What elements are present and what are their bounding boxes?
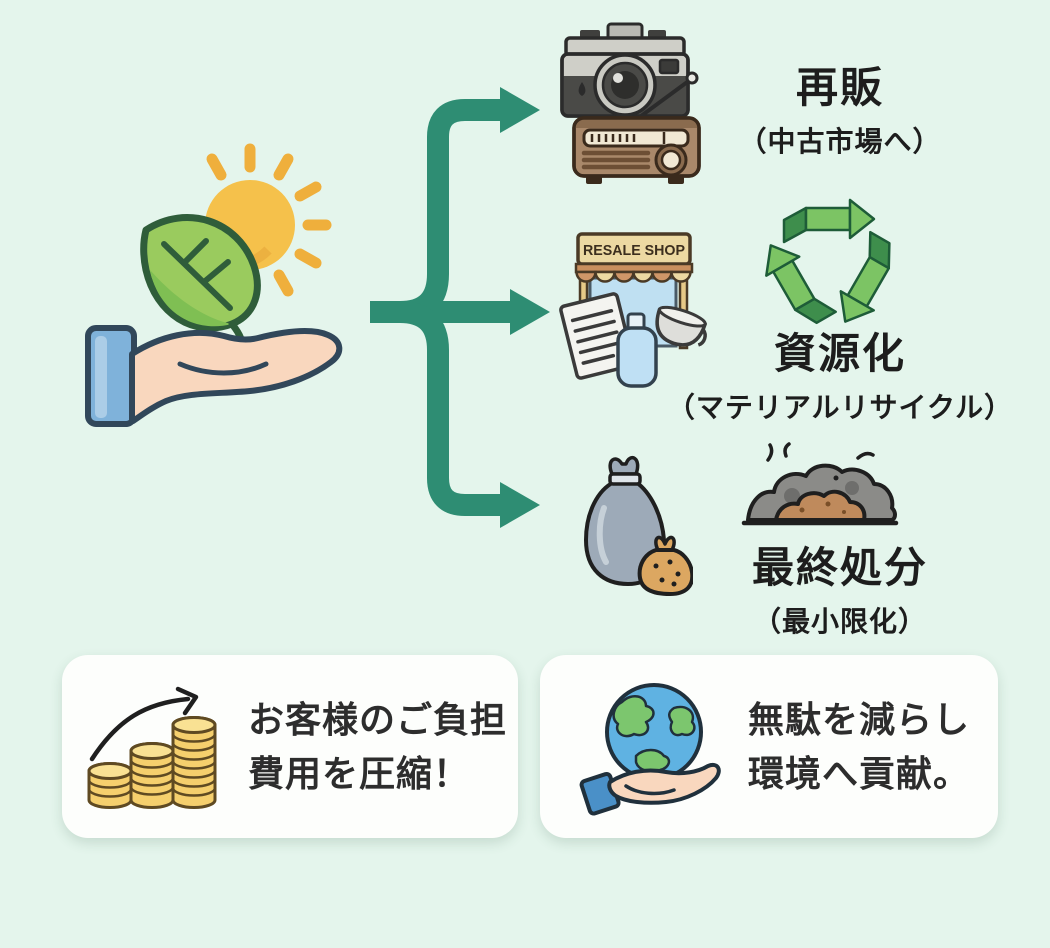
branch-recycle-title: 資源化 — [773, 330, 906, 377]
earth-in-hand-icon — [579, 682, 721, 816]
resale-shop-icon: RESALE SHOP — [559, 232, 707, 388]
benefit-card-cost-text: お客様のご負担 費用を圧縮！ — [248, 693, 507, 801]
recycling-arrows-icon — [765, 198, 891, 325]
trash-bags-icon — [584, 455, 693, 596]
camera-radio-icon — [560, 22, 701, 184]
branch-disposal-title: 最終処分 — [751, 544, 928, 591]
card-text-line: 無駄を減らし — [748, 698, 971, 740]
branch-resale-title: 再販 — [795, 64, 884, 111]
branch-disposal-subtitle: （最小限化） — [752, 606, 927, 638]
card-text-line: 費用を圧縮！ — [248, 752, 471, 794]
coin-stacks-growth-icon — [87, 686, 217, 809]
flow-branch-arrows — [370, 87, 550, 528]
waste-pile-icon — [741, 442, 899, 526]
benefit-card-cost: お客様のご負担 費用を圧縮！ — [62, 655, 518, 838]
branch-recycle-label: 資源化 （マテリアルリサイクル） — [645, 330, 1035, 426]
hand-leaf-sun-icon — [85, 143, 343, 427]
resale-shop-sign-text: RESALE SHOP — [583, 242, 685, 259]
card-text-line: 環境へ貢献。 — [748, 752, 971, 794]
benefit-card-environment-text: 無駄を減らし 環境へ貢献。 — [748, 693, 970, 801]
branch-recycle-subtitle: （マテリアルリサイクル） — [666, 392, 1014, 424]
card-text-line: お客様のご負担 — [248, 698, 508, 740]
branch-disposal-label: 最終処分 （最小限化） — [645, 544, 1035, 640]
benefit-card-environment: 無駄を減らし 環境へ貢献。 — [540, 655, 998, 838]
branch-resale-subtitle: （中古市場へ） — [738, 126, 942, 158]
branch-resale-label: 再販 （中古市場へ） — [645, 64, 1035, 160]
